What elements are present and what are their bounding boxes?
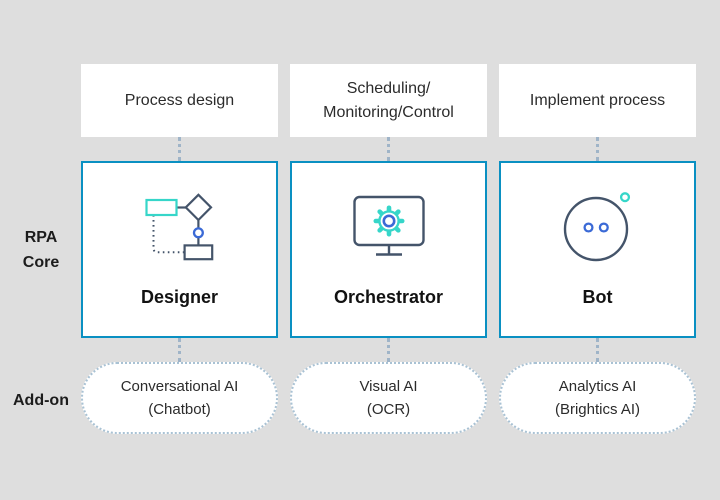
core-title-bot: Bot	[582, 287, 613, 307]
column-bot: Implement process Bot Analytics AI (Brig…	[499, 64, 696, 434]
dotted-line	[596, 137, 599, 161]
addon-label-line2: (Chatbot)	[148, 401, 211, 418]
dotted-line	[387, 137, 390, 161]
dotted-line	[178, 338, 181, 362]
addon-pill-conversational-ai: Conversational AI (Chatbot)	[81, 362, 278, 434]
addon-pill-visual-ai: Visual AI (OCR)	[290, 362, 487, 434]
row-label-addon: Add-on	[13, 392, 69, 409]
core-title-designer: Designer	[140, 287, 219, 307]
addon-label-line2: (OCR)	[366, 401, 411, 418]
addon-pill-analytics-ai: Analytics AI (Brightics AI)	[499, 362, 696, 434]
flowchart-designer-icon	[144, 193, 213, 261]
core-card-orchestrator: Orchestrator	[290, 161, 487, 338]
function-label-line2: Monitoring/Control	[323, 103, 454, 121]
dotted-line	[596, 338, 599, 362]
function-label-line1: Implement process	[529, 91, 666, 109]
addon-label-line2: (Brightics AI)	[554, 401, 641, 418]
core-card-bot: Bot	[499, 161, 696, 338]
connector-core-to-addon	[290, 338, 487, 362]
connector-function-to-core	[499, 137, 696, 161]
dotted-line	[387, 338, 390, 362]
core-title-orchestrator: Orchestrator	[333, 287, 444, 307]
function-label-line1: Process design	[124, 91, 235, 109]
column-designer: Process design Designer Conversational A…	[81, 64, 278, 434]
row-label-rpa-core-line1: RPA	[24, 229, 58, 246]
robot-face-icon	[563, 192, 630, 262]
function-box-scheduling-monitoring-control: Scheduling/ Monitoring/Control	[290, 64, 487, 137]
row-label-rpa-core-line2: Core	[22, 254, 60, 271]
column-orchestrator: Scheduling/ Monitoring/Control	[290, 64, 487, 434]
connector-core-to-addon	[499, 338, 696, 362]
dotted-line	[178, 137, 181, 161]
function-box-process-design: Process design	[81, 64, 278, 137]
function-box-implement-process: Implement process	[499, 64, 696, 137]
addon-label-line1: Visual AI	[359, 378, 418, 395]
addon-label-line1: Conversational AI	[120, 378, 239, 395]
connector-function-to-core	[290, 137, 487, 161]
row-label-rpa-core: RPA Core	[4, 225, 78, 275]
monitor-gear-icon	[352, 195, 425, 256]
core-card-designer: Designer	[81, 161, 278, 338]
function-label-line1: Scheduling/	[346, 79, 431, 97]
addon-label-line1: Analytics AI	[558, 378, 637, 395]
connector-function-to-core	[81, 137, 278, 161]
connector-core-to-addon	[81, 338, 278, 362]
